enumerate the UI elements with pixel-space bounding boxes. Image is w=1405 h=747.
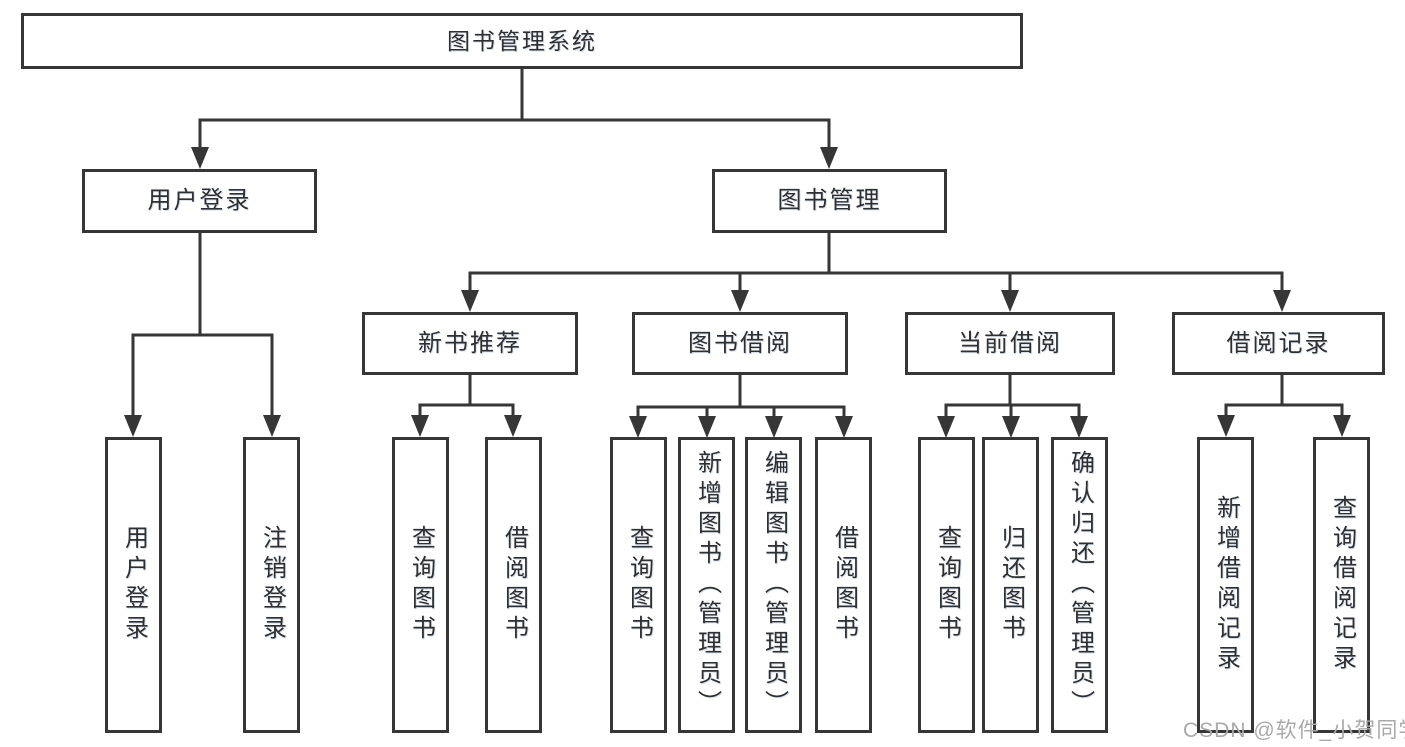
node-label: 图书管理 (777, 187, 882, 214)
node-label: 用户登录 (120, 525, 148, 645)
leaf-borrow-books-recommend: 借阅图书 (485, 437, 542, 733)
node-label: 图书管理系统 (447, 27, 597, 54)
leaf-query-books-recommend: 查询图书 (392, 437, 449, 733)
node-user-login: 用户登录 (82, 169, 317, 233)
leaf-return-books: 归还图书 (982, 437, 1039, 733)
leaf-user-login: 用户登录 (105, 437, 162, 733)
csdn-watermark: CSDN @软件_小贺同学 (1183, 719, 1405, 742)
node-label: 新增图书（管理员） (693, 450, 721, 720)
leaf-add-borrow-record: 新增借阅记录 (1197, 437, 1254, 733)
node-label: 归还图书 (997, 525, 1025, 645)
node-label: 当前借阅 (958, 329, 1062, 357)
leaf-query-borrow-record: 查询借阅记录 (1313, 437, 1370, 733)
node-borrowing-records: 借阅记录 (1172, 312, 1385, 375)
node-new-book-recommendation: 新书推荐 (362, 312, 578, 375)
leaf-query-books-borrowing: 查询图书 (610, 437, 667, 733)
node-book-borrowing: 图书借阅 (632, 312, 848, 375)
leaf-query-books-current: 查询图书 (918, 437, 975, 733)
node-label: 用户登录 (147, 187, 252, 214)
leaf-edit-book-admin: 编辑图书（管理员） (745, 437, 802, 733)
node-label: 确认归还（管理员） (1066, 450, 1094, 720)
node-label: 借阅记录 (1226, 329, 1331, 357)
node-book-management: 图书管理 (712, 169, 947, 233)
node-current-borrowing: 当前借阅 (905, 312, 1115, 375)
node-label: 新增借阅记录 (1212, 495, 1240, 675)
node-label: 借阅图书 (500, 525, 528, 645)
node-label: 借阅图书 (830, 525, 858, 645)
leaf-add-book-admin: 新增图书（管理员） (678, 437, 735, 733)
leaf-logout: 注销登录 (243, 437, 300, 733)
node-label: 查询图书 (407, 525, 435, 645)
node-label: 新书推荐 (418, 329, 522, 357)
node-label: 查询图书 (625, 525, 653, 645)
node-label: 图书借阅 (688, 329, 792, 357)
node-label: 查询借阅记录 (1328, 495, 1356, 675)
leaf-borrow-books-borrowing: 借阅图书 (815, 437, 872, 733)
node-label: 注销登录 (258, 525, 286, 645)
leaf-confirm-return-admin: 确认归还（管理员） (1051, 437, 1108, 733)
node-library-management-system: 图书管理系统 (21, 13, 1023, 69)
node-label: 查询图书 (933, 525, 961, 645)
node-label: 编辑图书（管理员） (760, 450, 788, 720)
